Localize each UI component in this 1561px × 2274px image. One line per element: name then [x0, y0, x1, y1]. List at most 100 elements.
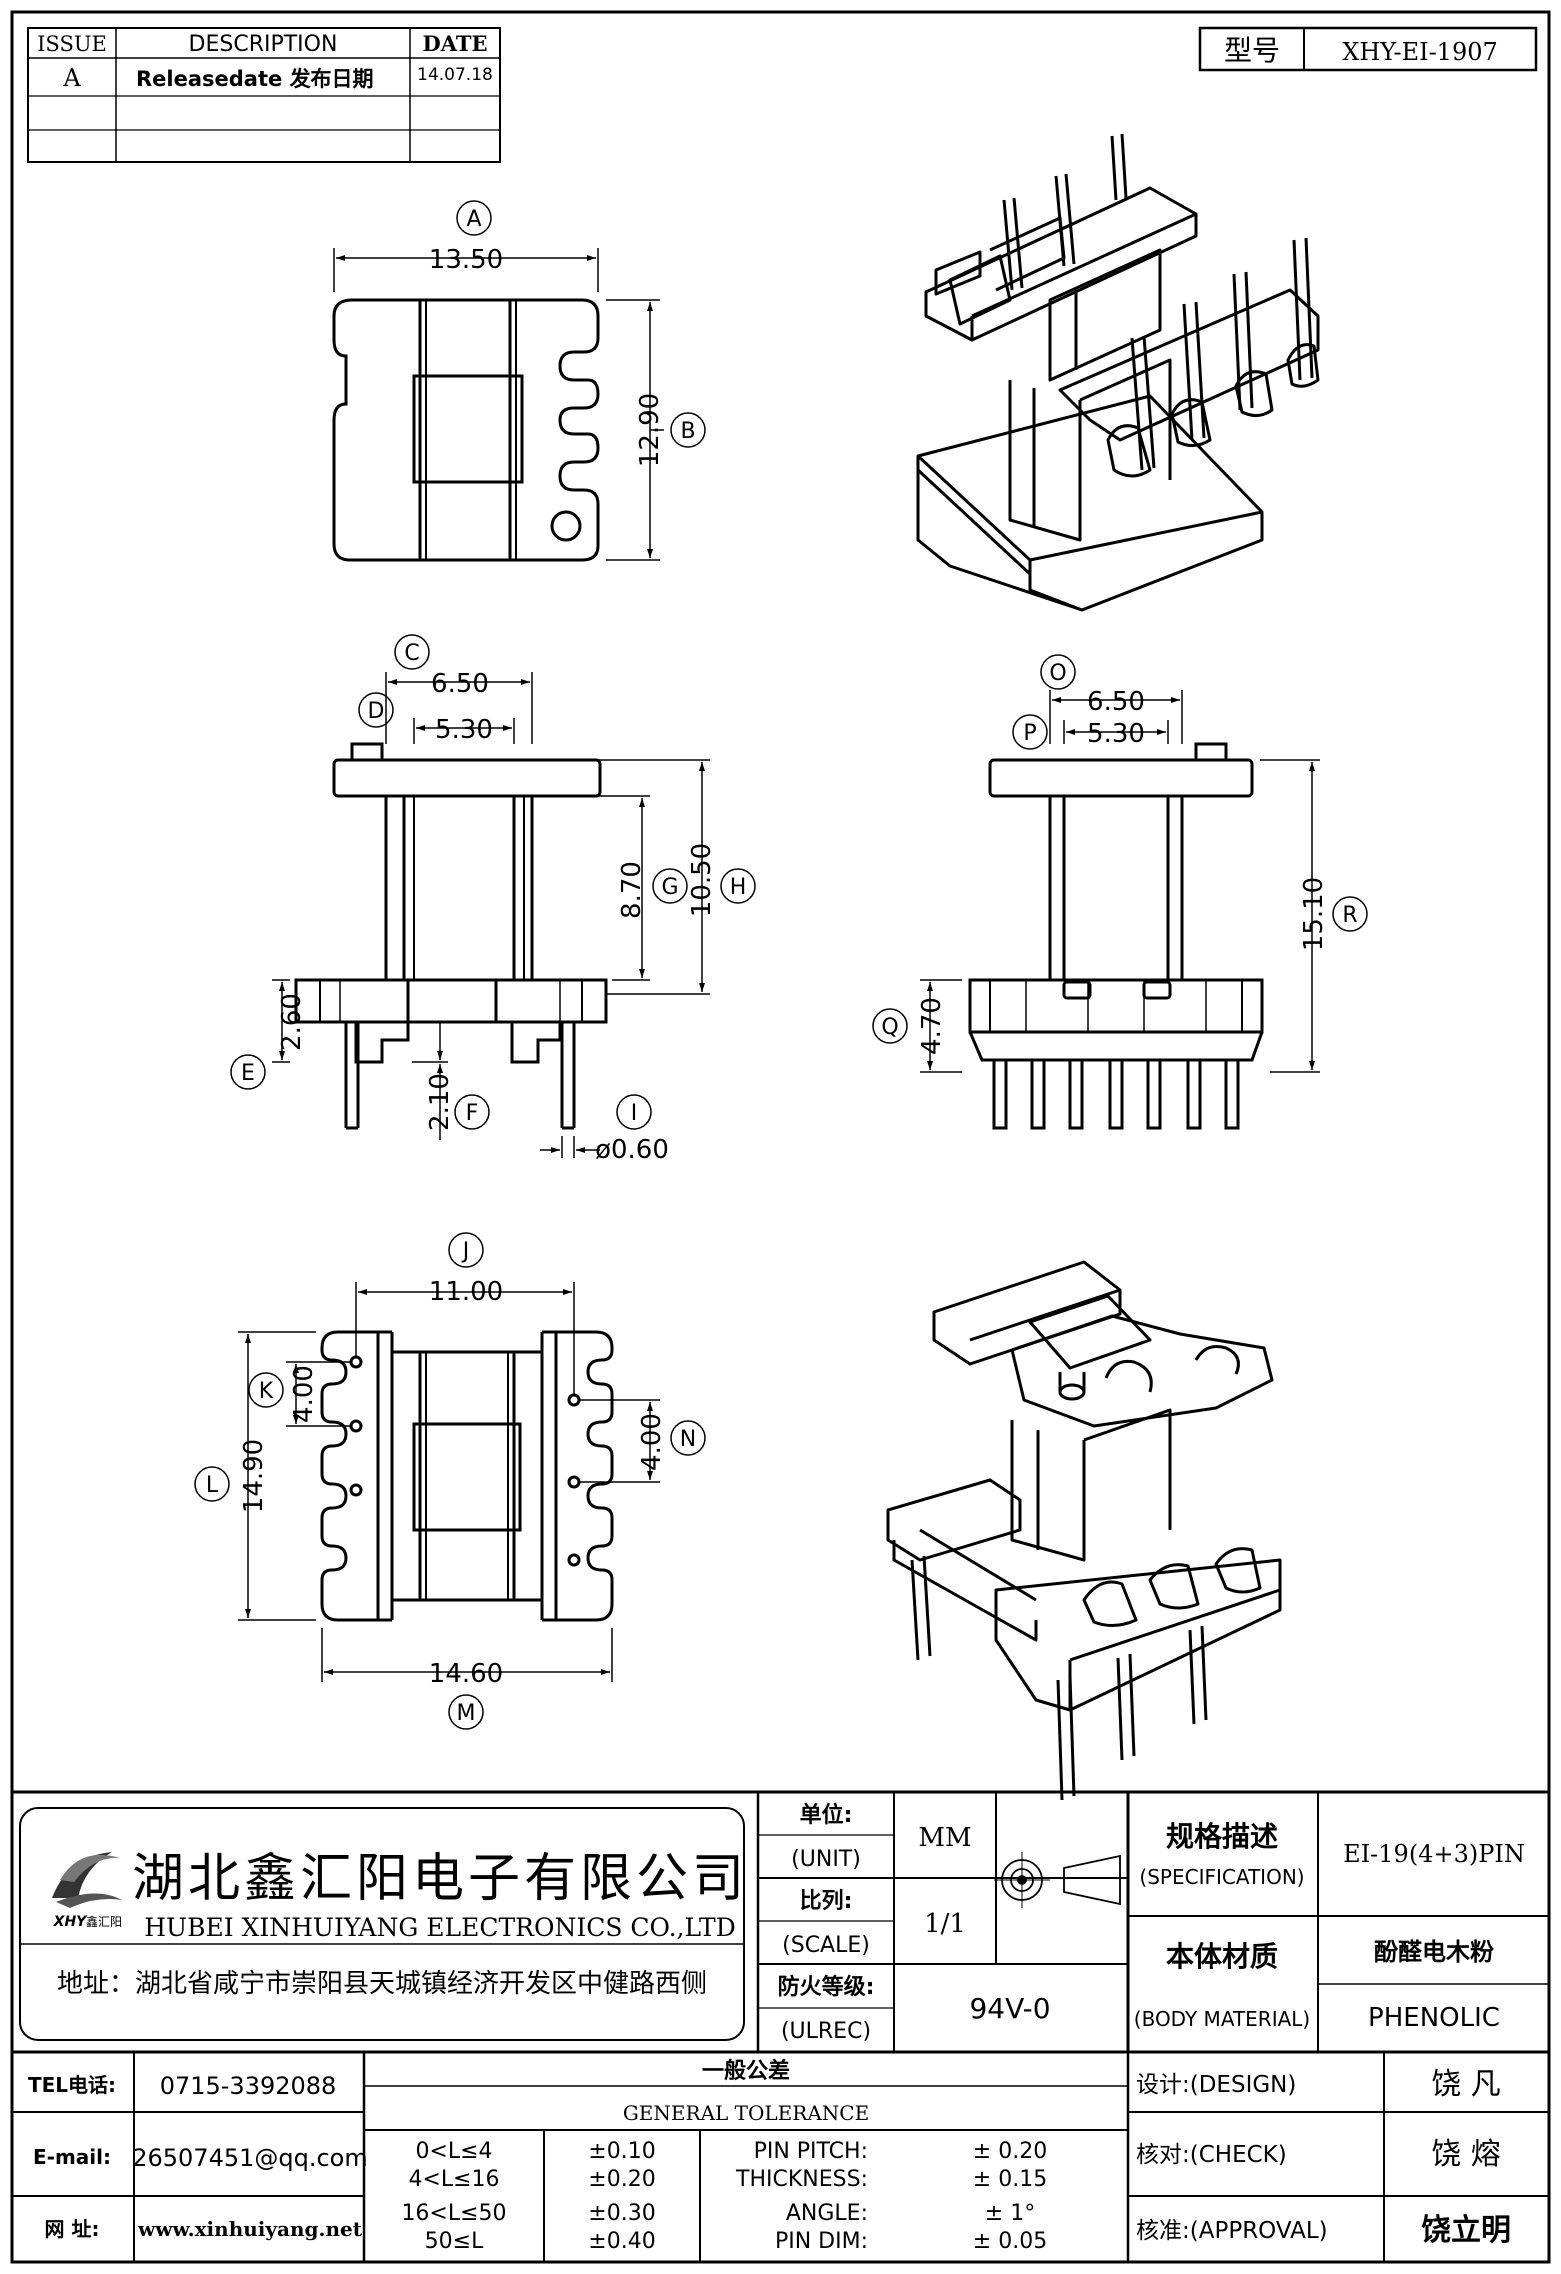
dim-d-tag: D	[368, 699, 385, 724]
dim-q-tag: Q	[881, 1015, 898, 1040]
material-value-cn: 酚醛电木粉	[1374, 1938, 1494, 1966]
approval-label: 核准:(APPROVAL)	[1136, 2218, 1328, 2244]
bottom-view-dims	[194, 1232, 706, 1730]
dim-b-tag: B	[680, 419, 695, 444]
tel-value: 0715-3392088	[160, 2072, 337, 2100]
material-value-en: PHENOLIC	[1368, 2003, 1500, 2033]
dim-l-tag: L	[206, 1473, 219, 1498]
tolerance-spec-value: ± 0.05	[973, 2229, 1047, 2254]
revision-header-date: DATE	[423, 31, 488, 56]
spec-value: EI-19(4+3)PIN	[1343, 1840, 1525, 1868]
revision-header-description: DESCRIPTION	[189, 32, 338, 57]
check-name: 饶 熔	[1431, 2137, 1501, 2172]
bottom-view	[320, 1330, 614, 1622]
front-view	[294, 742, 608, 1130]
tolerance-ranges: 0<L≤4 ±0.10 4<L≤16 ±0.20 16<L≤50 ±0.30 5…	[401, 2139, 655, 2254]
spec-label-en: (SPECIFICATION)	[1139, 1865, 1304, 1889]
check-label: 核对:(CHECK)	[1136, 2142, 1287, 2168]
dim-g-tag: G	[661, 875, 678, 900]
dim-i-tag: I	[631, 1101, 638, 1126]
dim-f-value: 2.10	[425, 1073, 455, 1131]
revision-row-date: 14.07.18	[417, 65, 493, 85]
model-label: 型号	[1224, 34, 1280, 67]
ul-label-en: (ULREC)	[781, 2019, 871, 2044]
ul-label-cn: 防火等级:	[778, 1974, 875, 2000]
dim-r-tag: R	[1342, 903, 1357, 928]
front-view-dims	[230, 634, 756, 1158]
dim-n-value: 4.00	[637, 1413, 667, 1471]
tolerance-spec-label: PIN PITCH:	[754, 2139, 868, 2164]
revision-row-issue: A	[62, 64, 81, 92]
unit-value: MM	[918, 1823, 971, 1853]
top-view-dims	[333, 200, 706, 561]
dim-a-value: 13.50	[429, 245, 503, 275]
dim-f-tag: F	[466, 1101, 479, 1126]
dim-k-tag: K	[259, 1379, 274, 1404]
tolerance-value: ±0.10	[588, 2139, 655, 2164]
dim-o-value: 6.50	[1087, 687, 1145, 717]
unit-label-cn: 单位:	[800, 1802, 853, 1828]
design-name: 饶 凡	[1431, 2067, 1501, 2102]
isometric-view-top	[916, 133, 1320, 612]
dim-e-tag: E	[241, 1061, 255, 1086]
unit-label-en: (UNIT)	[791, 1847, 861, 1872]
dim-e-value: 2.60	[277, 993, 307, 1051]
dim-n-tag: N	[680, 1427, 696, 1452]
dim-a-tag: A	[466, 207, 481, 232]
dim-m-tag: M	[457, 1701, 476, 1726]
logo-subtext: 鑫汇阳	[86, 1914, 122, 1929]
dim-l-value: 14.90	[239, 1439, 269, 1513]
company-logo: XHY 鑫汇阳	[52, 1852, 122, 1930]
dim-m-value: 14.60	[429, 1659, 503, 1689]
email-value: 26507451@qq.com	[132, 2144, 368, 2172]
company-name-cn: 湖北鑫汇阳电子有限公司	[132, 1849, 748, 1909]
dim-i-value: ø0.60	[595, 1135, 669, 1165]
dim-r-value: 15.10	[1299, 877, 1329, 951]
side-view-dims	[872, 654, 1368, 1073]
model-box	[1198, 26, 1538, 72]
tolerance-title-cn: 一般公差	[702, 2058, 790, 2084]
tolerance-spec-label: PIN DIM:	[775, 2229, 868, 2254]
dim-d-value: 5.30	[435, 715, 493, 745]
dim-c-tag: C	[404, 641, 419, 666]
tolerance-spec-label: ANGLE:	[786, 2201, 868, 2226]
tel-label: TEL电话:	[28, 2073, 116, 2097]
approval-name: 饶立明	[1421, 2213, 1511, 2248]
tolerance-spec-value: ± 0.20	[973, 2139, 1047, 2164]
model-value: XHY-EI-1907	[1342, 38, 1498, 66]
tolerance-range: 50≤L	[425, 2229, 484, 2254]
company-address: 地址：湖北省咸宁市崇阳县天城镇经济开发区中健路西侧	[57, 1969, 707, 1999]
dim-p-tag: P	[1023, 721, 1036, 746]
revision-table	[27, 27, 501, 163]
material-label-cn: 本体材质	[1166, 1940, 1278, 1973]
sheet-border	[10, 10, 1551, 2264]
tolerance-range: 16<L≤50	[401, 2201, 506, 2226]
isometric-view-bottom	[886, 1260, 1282, 1801]
web-label: 网 址:	[45, 2217, 100, 2241]
logo-text: XHY	[53, 1914, 89, 1930]
material-label-en: (BODY MATERIAL)	[1134, 2007, 1310, 2031]
dim-o-tag: O	[1049, 661, 1066, 686]
side-view	[968, 742, 1264, 1130]
tolerance-spec-label: THICKNESS:	[735, 2167, 868, 2192]
tolerance-specs: PIN PITCH: ± 0.20 THICKNESS: ± 0.15 ANGL…	[735, 2139, 1047, 2254]
scale-label-cn: 比列:	[800, 1889, 853, 1914]
tolerance-value: ±0.20	[588, 2167, 655, 2192]
company-name-en: HUBEI XINHUIYANG ELECTRONICS CO.,LTD	[144, 1913, 736, 1942]
revision-row-description: Releasedate 发布日期	[136, 67, 374, 91]
spec-label-cn: 规格描述	[1166, 1820, 1278, 1853]
design-label: 设计:(DESIGN)	[1136, 2072, 1296, 2098]
dim-k-value: 4.00	[289, 1365, 319, 1423]
dim-c-value: 6.50	[431, 669, 489, 699]
revision-header-issue: ISSUE	[37, 32, 107, 56]
tolerance-range: 0<L≤4	[415, 2139, 492, 2164]
scale-label-en: (SCALE)	[782, 1933, 870, 1958]
tolerance-title-en: GENERAL TOLERANCE	[623, 2101, 869, 2125]
dim-h-value: 10.50	[687, 843, 717, 917]
dim-j-tag: J	[461, 1239, 470, 1264]
email-label: E-mail:	[33, 2145, 111, 2169]
dim-q-value: 4.70	[917, 997, 947, 1055]
tolerance-range: 4<L≤16	[408, 2167, 499, 2192]
tolerance-value: ±0.40	[588, 2229, 655, 2254]
